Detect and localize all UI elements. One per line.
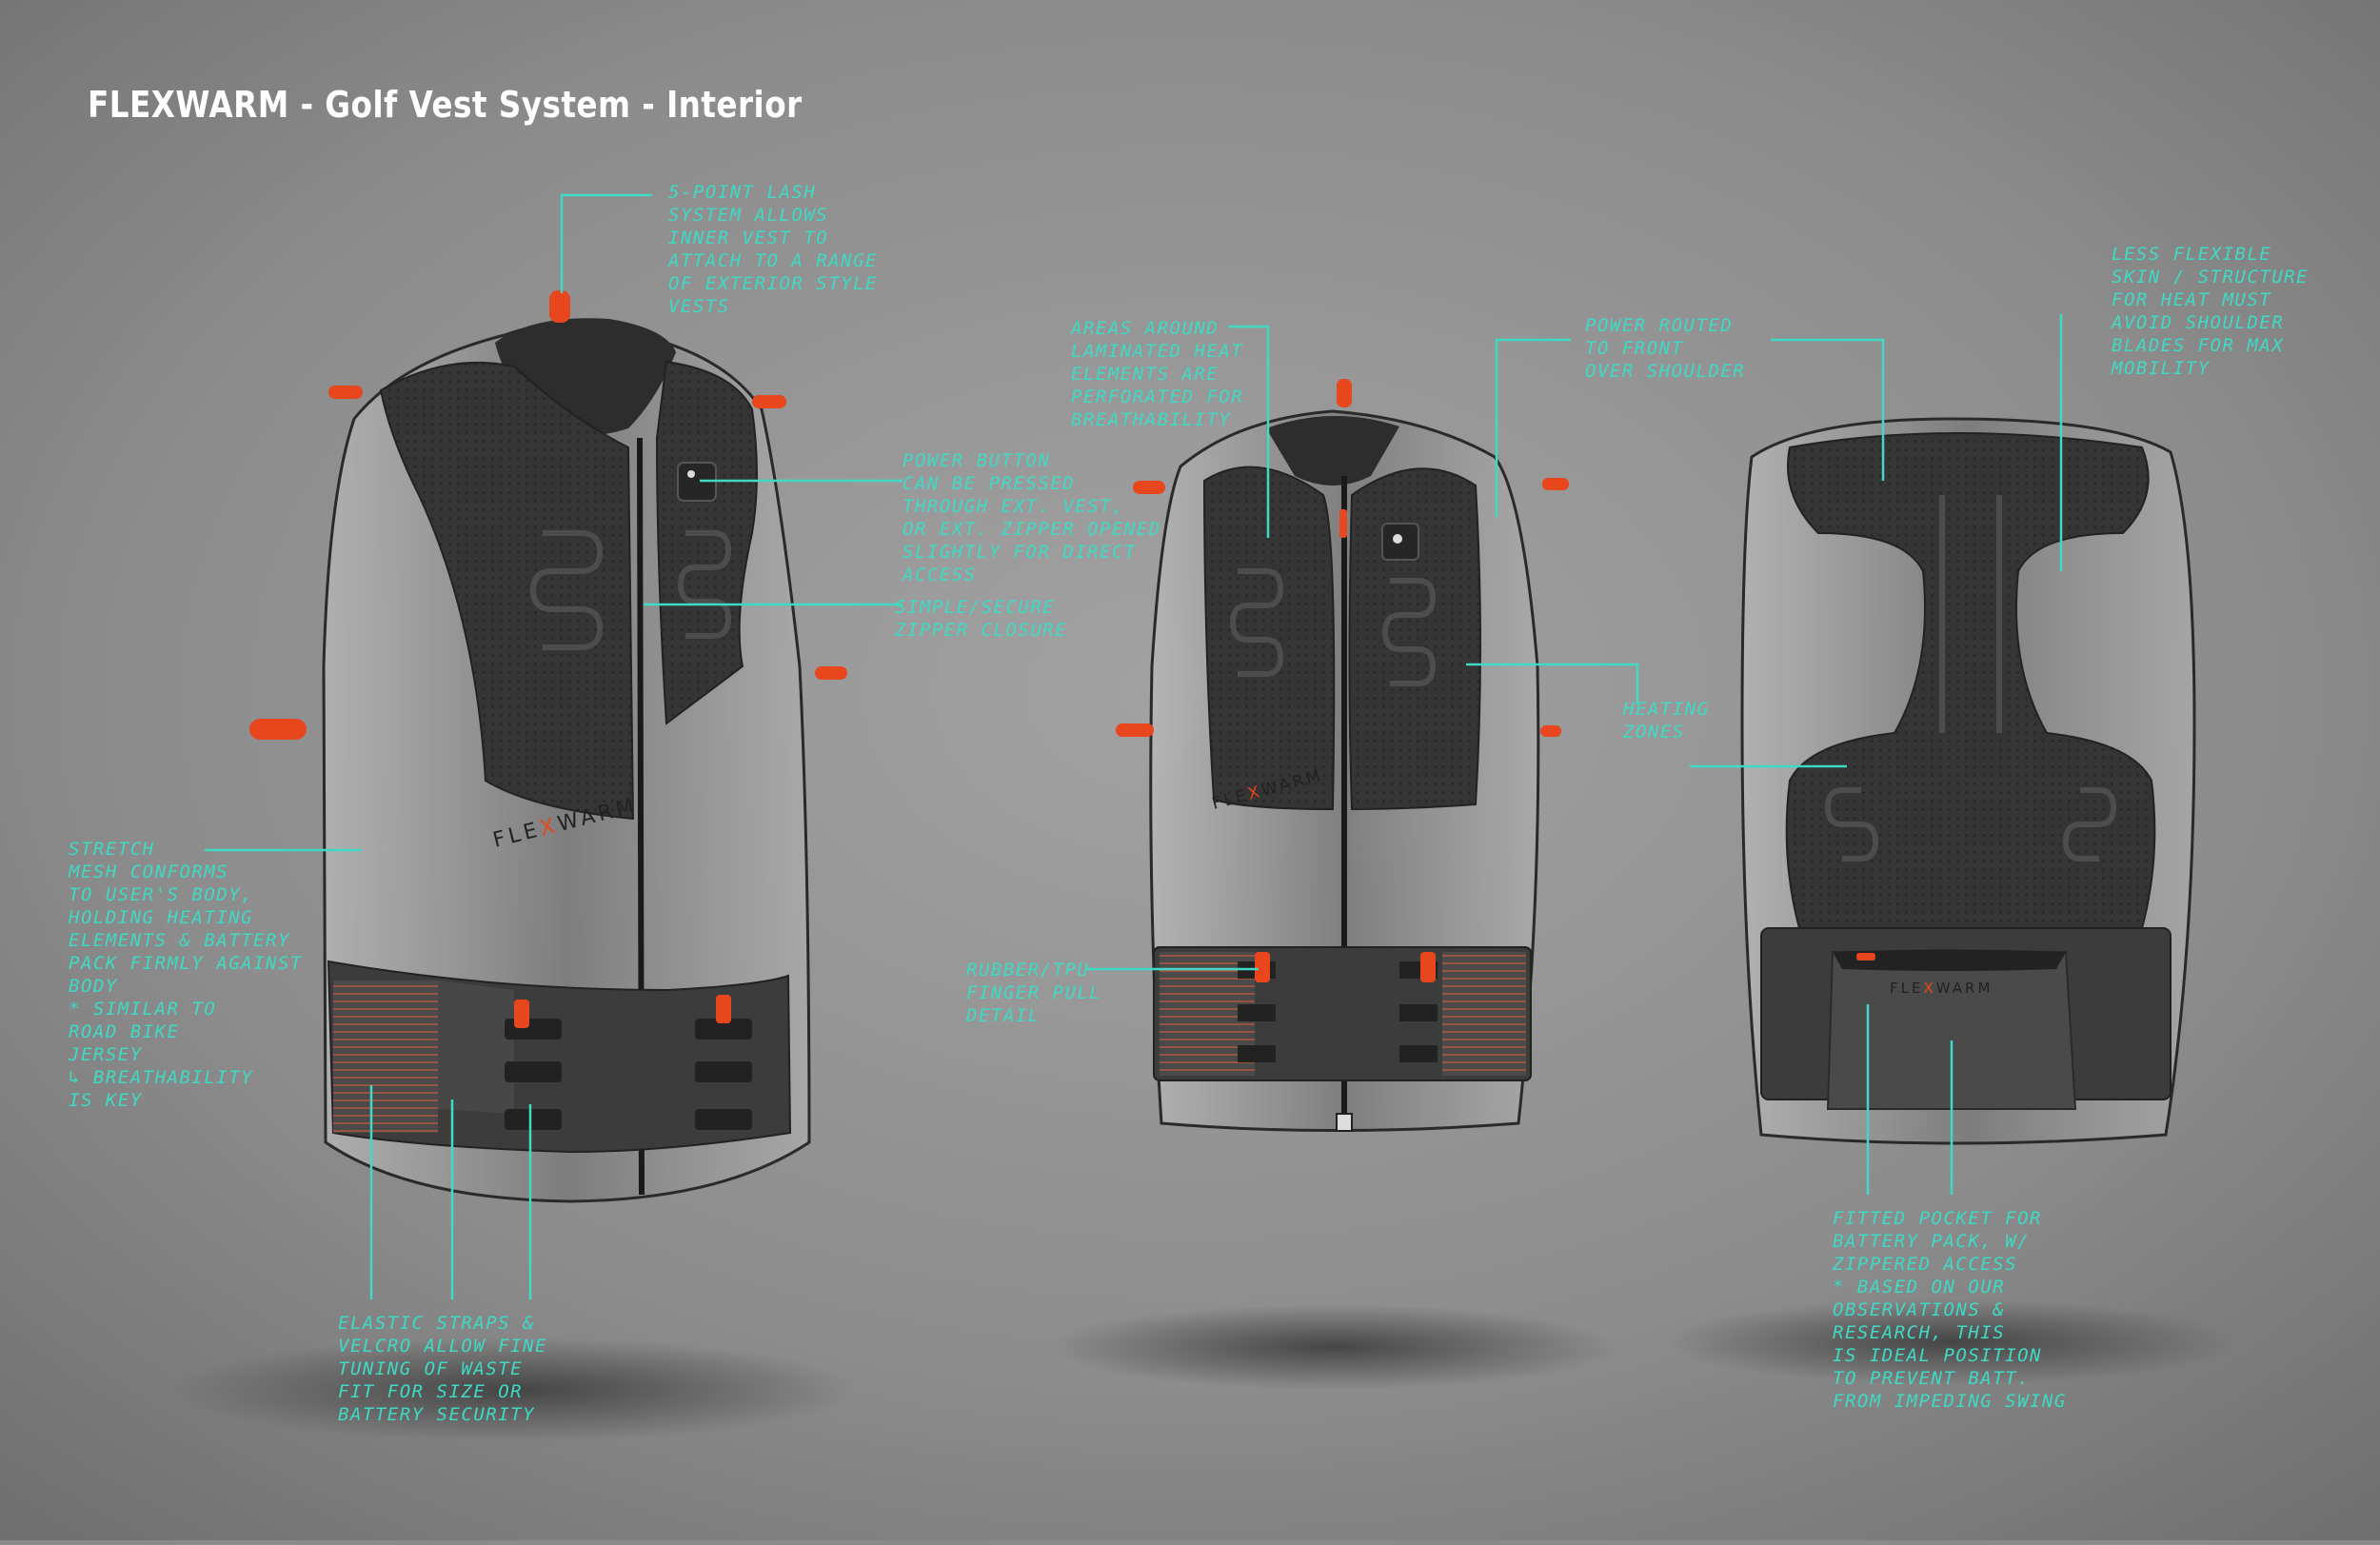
note-elastic-straps-line: ELASTIC STRAPS & — [338, 1313, 536, 1334]
note-laminated-areas-line: AREAS AROUND — [1071, 318, 1220, 339]
note-elastic-straps-line: BATTERY SECURITY — [338, 1404, 536, 1425]
page-title: FLEXWARM - Golf Vest System - Interior — [88, 84, 803, 126]
note-stretch-mesh-line: MESH CONFORMS — [69, 862, 229, 882]
note-battery-pocket-line: BATTERY PACK, W/ — [1833, 1231, 2031, 1252]
note-laminated-areas-line: LAMINATED HEAT — [1071, 341, 1244, 362]
vest-left-front: FLEXWARM — [249, 290, 847, 1203]
note-battery-pocket-line: FROM IMPEDING SWING — [1833, 1391, 2067, 1412]
note-finger-pull-line: RUBBER/TPU — [966, 960, 1090, 980]
note-power-button-line: OR EXT. ZIPPER OPENED — [902, 519, 1161, 540]
note-lash-system-line: ATTACH TO A RANGE — [668, 250, 878, 271]
note-lash-system-line: 5-POINT LASH — [668, 182, 817, 203]
brand-mark-right: WARM — [1936, 980, 1993, 997]
vest-right-back: FLEXWARM — [1740, 417, 2196, 1145]
note-stretch-mesh-line: ROAD BIKE — [69, 1021, 180, 1042]
note-power-routed-line: TO FRONT — [1585, 338, 1684, 359]
note-battery-pocket-line: IS IDEAL POSITION — [1833, 1345, 2042, 1366]
note-power-button-line: SLIGHTLY FOR DIRECT — [902, 542, 1137, 563]
note-stretch-mesh-line: JERSEY — [69, 1044, 143, 1065]
note-less-flexible-line: LESS FLEXIBLE — [2112, 244, 2272, 265]
shadow-left — [171, 1337, 857, 1442]
note-power-button-line: THROUGH EXT. VEST, — [902, 496, 1124, 517]
brand-mark-x: X — [1246, 782, 1264, 804]
vest-middle-front: FLEXWARM — [1116, 379, 1569, 1132]
note-laminated-areas-line: ELEMENTS ARE — [1071, 364, 1220, 385]
note-battery-pocket-line: * BASED ON OUR — [1833, 1277, 2006, 1297]
note-power-button-line: CAN BE PRESSED — [902, 473, 1076, 494]
note-stretch-mesh-line: BODY — [69, 976, 118, 997]
note-less-flexible-line: FOR HEAT MUST — [2112, 289, 2272, 310]
note-power-button-line: POWER BUTTON — [902, 450, 1051, 471]
note-battery-pocket-line: FITTED POCKET FOR — [1833, 1208, 2042, 1229]
note-stretch-mesh-line: STRETCH — [69, 839, 155, 860]
note-lash-system-line: OF EXTERIOR STYLE — [668, 273, 878, 294]
note-finger-pull-line: FINGER PULL — [966, 982, 1102, 1003]
note-stretch-mesh-line: HOLDING HEATING — [69, 907, 254, 928]
note-battery-pocket-line: OBSERVATIONS & — [1833, 1299, 2006, 1320]
note-battery-pocket-line: ZIPPERED ACCESS — [1833, 1254, 2018, 1275]
note-battery-pocket-line: RESEARCH, THIS — [1833, 1322, 2006, 1343]
note-elastic-straps-line: VELCRO ALLOW FINE — [338, 1336, 547, 1357]
note-less-flexible-line: AVOID SHOULDER — [2112, 312, 2285, 333]
note-stretch-mesh-line: ↳ BREATHABILITY — [69, 1067, 254, 1088]
note-stretch-mesh-line: TO USER'S BODY, — [69, 884, 254, 905]
note-finger-pull-line: DETAIL — [966, 1005, 1041, 1026]
note-less-flexible-line: BLADES FOR MAX — [2112, 335, 2285, 356]
brand-mark-left: FLE — [1890, 980, 1923, 997]
note-zipper-closure-line: SIMPLE/SECURE — [895, 597, 1056, 618]
note-elastic-straps-line: TUNING OF WASTE — [338, 1358, 524, 1379]
note-lash-system-line: SYSTEM ALLOWS — [668, 205, 829, 226]
note-stretch-mesh-line: IS KEY — [69, 1090, 143, 1111]
note-heating-zones-line: ZONES — [1623, 722, 1685, 743]
note-laminated-areas-line: BREATHABILITY — [1071, 409, 1232, 430]
leader-lines — [205, 193, 2063, 1299]
note-stretch-mesh-line: PACK FIRMLY AGAINST — [69, 953, 303, 974]
note-elastic-straps-line: FIT FOR SIZE OR — [338, 1381, 524, 1402]
brand-mark-x: X — [1923, 980, 1935, 997]
shadow-right — [1666, 1299, 2237, 1385]
note-less-flexible-line: MOBILITY — [2112, 358, 2211, 379]
svg-text:FLEXWARM: FLEXWARM — [1890, 980, 1993, 997]
note-power-routed-line: OVER SHOULDER — [1585, 361, 1746, 382]
note-battery-pocket-line: TO PREVENT BATT. — [1833, 1368, 2031, 1389]
note-stretch-mesh-line: ELEMENTS & BATTERY — [69, 930, 290, 951]
note-power-routed-line: POWER ROUTED — [1585, 315, 1734, 336]
note-heating-zones-line: HEATING — [1623, 699, 1710, 720]
note-laminated-areas-line: PERFORATED FOR — [1071, 386, 1244, 407]
shadow-middle — [1047, 1304, 1618, 1390]
note-stretch-mesh-line: * SIMILAR TO — [69, 999, 217, 1020]
note-lash-system-line: INNER VEST TO — [668, 228, 829, 248]
note-less-flexible-line: SKIN / STRUCTURE — [2112, 267, 2310, 287]
note-power-button-line: ACCESS — [902, 565, 977, 585]
note-zipper-closure-line: ZIPPER CLOSURE — [895, 620, 1068, 641]
note-lash-system-line: VESTS — [668, 296, 730, 317]
